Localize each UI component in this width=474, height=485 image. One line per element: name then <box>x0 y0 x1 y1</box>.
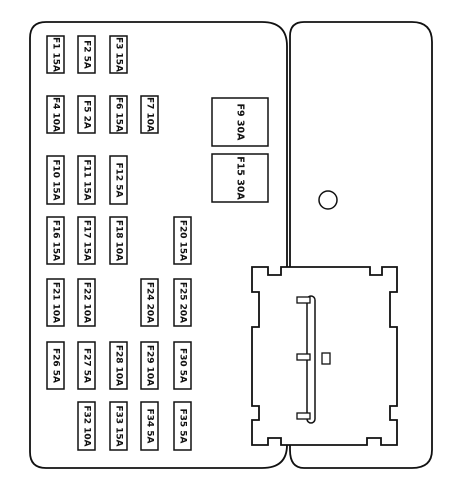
fuse-f35: F35 5A <box>173 401 192 451</box>
fuse-f25-label: F25 20A <box>178 282 188 323</box>
fuse-f28: F28 10A <box>109 341 128 390</box>
fuse-f21: F21 10A <box>46 278 65 327</box>
fuse-f24-label: F24 20A <box>145 282 155 323</box>
fuse-f26: F26 5A <box>46 341 65 390</box>
fuse-f20-label: F20 15A <box>178 220 188 261</box>
fuse-f3: F3 15A <box>109 35 128 74</box>
fuse-f24: F24 20A <box>140 278 159 327</box>
fuse-f27: F27 5A <box>77 341 96 390</box>
relay-terminal-tab <box>321 352 331 365</box>
fuse-f25: F25 20A <box>173 278 192 327</box>
fuse-f10: F10 15A <box>46 155 65 205</box>
relay-terminal-pin-middle <box>296 353 311 361</box>
fuse-f21-label: F21 10A <box>51 282 61 323</box>
fuse-f35-label: F35 5A <box>178 408 188 443</box>
fuse-f2-label: F2 5A <box>82 40 92 69</box>
fuse-f12: F12 5A <box>109 155 128 205</box>
fuse-f15: F15 30A <box>211 153 269 203</box>
relay-housing-outline <box>289 21 433 469</box>
fuse-panel-outline <box>29 21 288 469</box>
fuse-f10-label: F10 15A <box>51 159 61 200</box>
fuse-f22: F22 10A <box>77 278 96 327</box>
fuse-f33: F33 15A <box>109 401 128 451</box>
fuse-f28-label: F28 10A <box>114 345 124 386</box>
fuse-f6: F6 15A <box>109 95 128 134</box>
fuse-f30: F30 5A <box>173 341 192 390</box>
fuse-f5-label: F5 2A <box>82 100 92 129</box>
fuse-f30-label: F30 5A <box>178 348 188 383</box>
fuse-f17-label: F17 15A <box>82 220 92 261</box>
fuse-f9: F9 30A <box>211 97 269 147</box>
fuse-f29-label: F29 10A <box>145 345 155 386</box>
fuse-f20: F20 15A <box>173 216 192 265</box>
fuse-f3-label: F3 15A <box>114 37 124 72</box>
mounting-hole <box>318 190 338 210</box>
fuse-f22-label: F22 10A <box>82 282 92 323</box>
fuse-f9-label: F9 30A <box>235 104 246 142</box>
fuse-f27-label: F27 5A <box>82 348 92 383</box>
fuse-f17: F17 15A <box>77 216 96 265</box>
fuse-f11: F11 15A <box>77 155 96 205</box>
fuse-f29: F29 10A <box>140 341 159 390</box>
fuse-f34-label: F34 5A <box>145 408 155 443</box>
fuse-f32: F32 10A <box>77 401 96 451</box>
fuse-f18: F18 10A <box>109 216 128 265</box>
fuse-f18-label: F18 10A <box>114 220 124 261</box>
fuse-f15-label: F15 30A <box>235 156 246 200</box>
fuse-f26-label: F26 5A <box>51 348 61 383</box>
relay-terminal-pin-top <box>296 296 311 304</box>
fuse-f1: F1 15A <box>46 35 65 74</box>
fuse-f5: F5 2A <box>77 95 96 134</box>
fuse-f11-label: F11 15A <box>82 159 92 200</box>
fuse-f16: F16 15A <box>46 216 65 265</box>
fuse-f4: F4 10A <box>46 95 65 134</box>
fuse-f34: F34 5A <box>140 401 159 451</box>
fuse-f16-label: F16 15A <box>51 220 61 261</box>
fuse-f12-label: F12 5A <box>114 162 124 197</box>
fuse-f7-label: F7 10A <box>145 97 155 132</box>
relay-terminal-pin-bottom <box>296 412 311 420</box>
fuse-f33-label: F33 15A <box>114 405 124 446</box>
fuse-f1-label: F1 15A <box>51 37 61 72</box>
fuse-f4-label: F4 10A <box>51 97 61 132</box>
fuse-f2: F2 5A <box>77 35 96 74</box>
fuse-f32-label: F32 10A <box>82 405 92 446</box>
fuse-f6-label: F6 15A <box>114 97 124 132</box>
fuse-f7: F7 10A <box>140 95 159 134</box>
